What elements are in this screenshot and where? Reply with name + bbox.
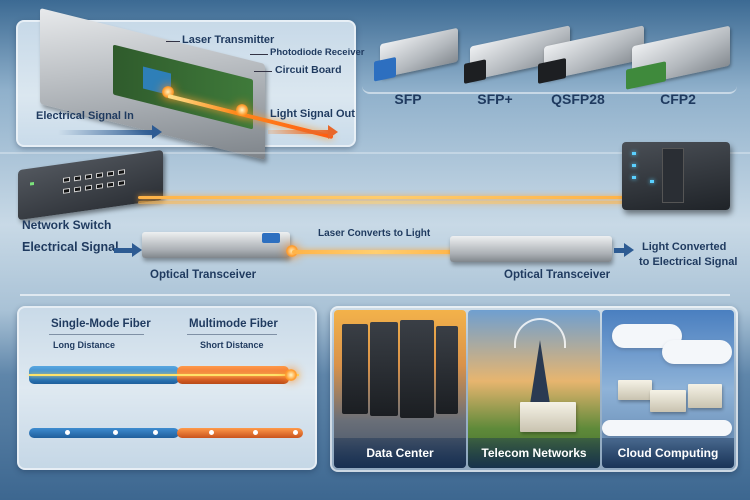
label-cfp2: CFP2 (660, 91, 696, 107)
label-light-signal-out: Light Signal Out (270, 108, 355, 120)
connector-icon (538, 57, 566, 84)
fiber-cable (138, 201, 628, 204)
label-optical-transceiver-left: Optical Transceiver (150, 269, 257, 281)
label-optical-transceiver-right: Optical Transceiver (504, 269, 611, 281)
label-sfp-plus: SFP+ (477, 91, 513, 107)
label-cloud-computing: Cloud Computing (602, 438, 734, 468)
label-laser-converts: Laser Converts to Light (318, 228, 431, 239)
fiber-types-panel: Single-Mode Fiber Long Distance Multimod… (17, 306, 317, 470)
label-sfp: SFP (394, 91, 422, 107)
app-telecom-networks: Telecom Networks (468, 310, 600, 468)
lc-connector-icon (374, 56, 396, 82)
transceiver-cutaway-panel: Laser Transmitter Photodiode Receiver Ci… (16, 7, 365, 161)
label-photodiode-receiver: Photodiode Receiver (270, 47, 365, 58)
label-light-converted-2: to Electrical Signal (639, 256, 738, 268)
sfp-module-graphic (374, 27, 458, 82)
app-data-center: Data Center (334, 310, 466, 468)
label-multimode-fiber: Multimode Fiber (189, 318, 278, 330)
lc-connector-icon (262, 233, 280, 243)
divider (20, 294, 730, 296)
app-cloud-computing: Cloud Computing (602, 310, 734, 468)
divider (0, 152, 750, 154)
single-mode-cable-lower (29, 428, 179, 438)
lens-glow-icon (236, 104, 248, 116)
label-light-converted-1: Light Converted (642, 241, 727, 253)
label-qsfp28: QSFP28 (551, 91, 605, 107)
cfp2-module-graphic (626, 25, 730, 90)
label-single-mode-fiber: Single-Mode Fiber (51, 318, 151, 330)
leader-line (250, 54, 268, 55)
label-network-switch: Network Switch (22, 218, 112, 232)
signal-waves-icon (514, 318, 566, 348)
label-circuit-board: Circuit Board (275, 64, 342, 76)
laser-light-path (292, 250, 460, 254)
label-laser-transmitter: Laser Transmitter (182, 34, 275, 46)
label-data-center: Data Center (334, 438, 466, 468)
label-long-distance: Long Distance (53, 340, 116, 350)
arrow-right-icon (114, 243, 142, 257)
arrow-right-icon (614, 243, 634, 257)
optical-transceiver-right (450, 236, 612, 262)
optical-transceiver-left (142, 232, 290, 258)
core-light (29, 374, 299, 376)
label-electrical-signal: Electrical Signal (22, 240, 119, 254)
arrow-right-icon (58, 125, 162, 139)
module-types-panel (362, 24, 737, 94)
pcb-edge-icon (626, 61, 666, 90)
leader-line (254, 71, 272, 72)
fiber-cable (138, 196, 628, 199)
applications-panel: Data Center Telecom Networks Cloud Compu… (330, 306, 738, 472)
label-short-distance: Short Distance (200, 340, 264, 350)
arrow-right-icon (268, 125, 338, 139)
label-electrical-signal-in: Electrical Signal In (36, 110, 134, 122)
multimode-cable-lower (177, 428, 303, 438)
network-switch-graphic (18, 149, 163, 221)
server-graphic (622, 142, 730, 210)
connector-icon (464, 59, 486, 84)
leader-line (166, 41, 180, 42)
label-telecom-networks: Telecom Networks (468, 438, 600, 468)
fiber-end-glow-icon (285, 369, 297, 381)
